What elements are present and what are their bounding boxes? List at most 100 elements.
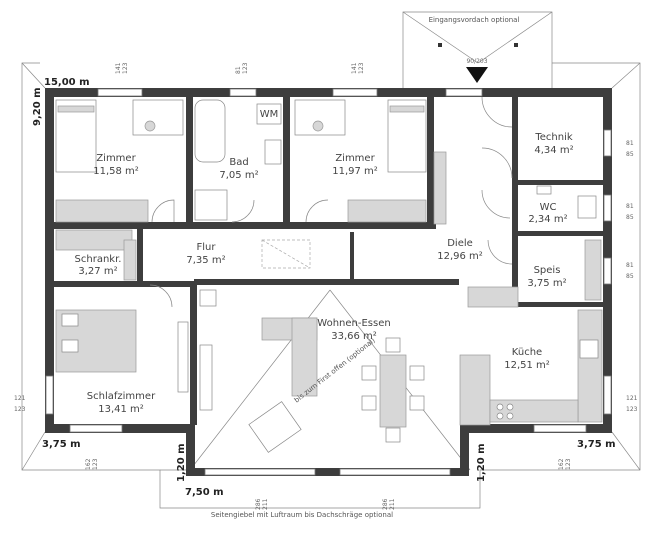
attic-hatch [261, 239, 311, 269]
room-speis-area: 3,75 m² [527, 278, 566, 289]
entrance-door [445, 88, 483, 97]
canopy-post [438, 43, 442, 47]
hob [496, 403, 504, 411]
sink [536, 185, 552, 195]
window [45, 375, 54, 415]
room-kueche-name: Küche [512, 347, 542, 358]
roof-outline [21, 62, 641, 509]
window-label: 123 [358, 62, 365, 74]
window [229, 88, 257, 97]
door [231, 199, 255, 223]
entrance-canopy [402, 11, 553, 90]
window-label: 85 [626, 151, 634, 158]
wall-int [512, 302, 603, 307]
window-label: 121 [14, 395, 26, 402]
wall-int [512, 231, 603, 236]
door [305, 199, 329, 223]
counter [467, 286, 519, 308]
window [97, 88, 143, 97]
chair [361, 365, 377, 381]
door [149, 284, 173, 308]
roof-edge [611, 62, 641, 89]
sink [579, 339, 599, 359]
window-label: 123 [122, 62, 129, 74]
wardrobe [347, 199, 427, 223]
room-flur-name: Flur [197, 242, 217, 253]
hob [506, 403, 514, 411]
wall-int [190, 285, 197, 425]
cabinet [433, 151, 447, 225]
room-bad-area: 7,05 m² [219, 170, 258, 181]
wall-bottom-center [186, 468, 469, 476]
chair [409, 395, 425, 411]
wall-top [45, 88, 612, 97]
chair [144, 120, 156, 132]
wall-int [54, 281, 194, 287]
wardrobe [55, 229, 133, 251]
room-schlafzimmer-name: Schlafzimmer [87, 391, 156, 402]
roof-edge [21, 431, 46, 471]
pillow [61, 313, 79, 327]
pillow [57, 105, 95, 113]
wall-int [137, 227, 143, 285]
entrance-arrow-icon [466, 67, 488, 83]
room-speis-name: Speis [534, 265, 561, 276]
hob [496, 412, 504, 420]
window-label: 286 [255, 498, 262, 510]
window-label: 123 [92, 458, 99, 470]
window-label: 211 [389, 498, 396, 510]
wall-int [194, 279, 459, 285]
wall-int [427, 97, 434, 227]
wardrobe [123, 239, 137, 281]
pillow [389, 105, 425, 113]
dim-right-bottom: 3,75 m [577, 439, 616, 450]
room-zimmer-2-area: 11,97 m² [332, 166, 378, 177]
window [332, 88, 378, 97]
room-zimmer-1-name: Zimmer [96, 153, 136, 164]
window-label: 211 [262, 498, 269, 510]
wall-recess-right [460, 424, 469, 476]
window-label: 85 [626, 273, 634, 280]
room-flur-area: 7,35 m² [186, 255, 225, 266]
room-schrankraum-name: Schrankr. [75, 254, 122, 265]
chair [312, 120, 324, 132]
wall-int [186, 97, 193, 227]
chair [409, 365, 425, 381]
dim-width-total: 15,00 m [44, 77, 90, 88]
window-label: 81 [235, 66, 242, 74]
island [459, 354, 491, 426]
dining-table [379, 354, 407, 428]
tv-unit [199, 344, 213, 411]
room-zimmer-1-area: 11,58 m² [93, 166, 139, 177]
room-wohnen-name: Wohnen-Essen [317, 318, 390, 329]
room-bad-name: Bad [229, 157, 248, 168]
room-diele-area: 12,96 m² [437, 251, 483, 262]
window-label: 141 [115, 62, 122, 74]
window [603, 257, 612, 285]
window [603, 194, 612, 222]
window-label: 81 [626, 203, 634, 210]
window [603, 375, 612, 415]
gable-label: Seitengiebel mit Luftraum bis Dachschräg… [211, 511, 393, 519]
sofa [291, 317, 318, 397]
wardrobe [177, 321, 189, 393]
shower [194, 189, 228, 221]
canopy-line [402, 11, 479, 64]
toilet [577, 195, 597, 219]
window-label: 162 [85, 458, 92, 470]
chair [385, 337, 401, 353]
window-label: 286 [382, 498, 389, 510]
attic-hatch [261, 239, 311, 269]
bathtub [194, 99, 226, 163]
room-kueche-area: 12,51 m² [504, 360, 550, 371]
door [481, 96, 513, 128]
wall-int [512, 97, 518, 307]
window-label: 141 [351, 62, 358, 74]
room-schlafzimmer-area: 13,41 m² [98, 404, 144, 415]
dim-right-recess: 1,20 m [476, 443, 487, 482]
room-wohnen-area: 33,66 m² [331, 331, 377, 342]
sink [264, 139, 282, 165]
door [481, 189, 511, 219]
wardrobe [55, 199, 149, 223]
